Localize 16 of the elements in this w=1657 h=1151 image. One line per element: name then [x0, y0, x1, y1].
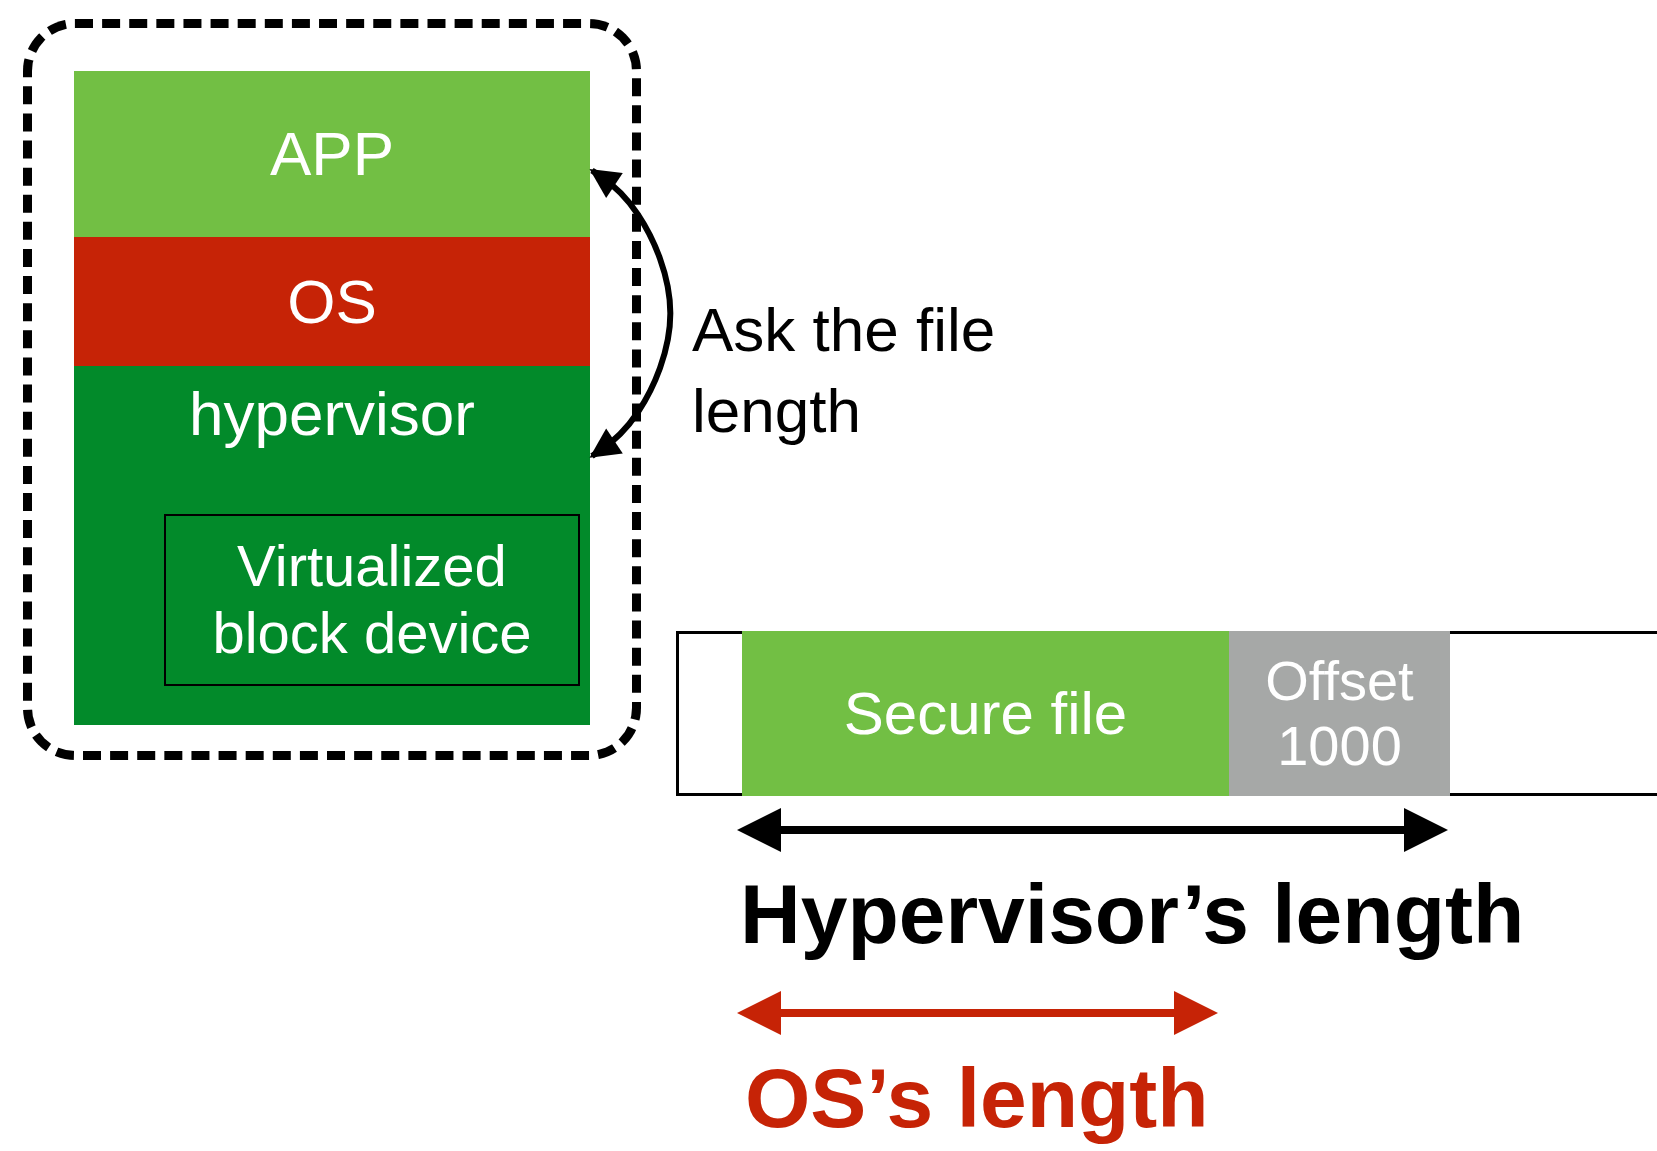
layer-label: Virtualized block device: [211, 533, 533, 667]
dashed-boundary: [23, 19, 641, 760]
block-device-box: [164, 514, 580, 686]
app-layer: [74, 71, 590, 237]
os-layer: [74, 237, 590, 366]
offset-segment: [1229, 631, 1450, 796]
layer-label: hypervisor: [189, 378, 475, 450]
disk-bar: [676, 631, 1657, 796]
dimension-label: OS’s length: [745, 1050, 1209, 1147]
layer-label: OS: [287, 265, 377, 338]
layer-label: Offset 1000: [1264, 649, 1415, 778]
layer-label: Secure file: [843, 679, 1128, 748]
hypervisor-layer: [74, 366, 590, 725]
layer-label: APP: [269, 118, 395, 190]
dimension-label: Hypervisor’s length: [740, 866, 1525, 963]
secure-file-segment: [742, 631, 1229, 796]
